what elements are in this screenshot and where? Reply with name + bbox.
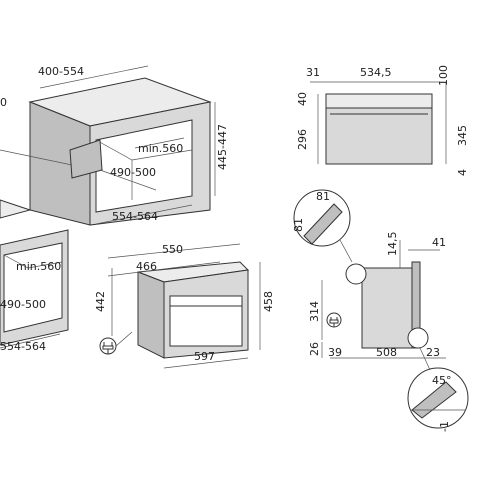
partial-left-cabinet (0, 199, 32, 219)
dim-partial-left: 0 (0, 96, 7, 109)
detail-marker-bottom (407, 327, 429, 349)
dim-side-front-offset: 23 (426, 346, 440, 359)
cabinet-top-group: 400-554 0 min.560 490-500 554-564 445-44… (0, 65, 229, 226)
dim-side-top-gap: 14,5 (386, 232, 399, 257)
dim-front-panel-width: 534,5 (360, 66, 392, 79)
detail-leader-bottom (419, 347, 431, 371)
dim-detail-angle: 45° (432, 374, 452, 387)
dim-front-right-height: 345 (456, 125, 469, 146)
dim-oven-body-height: 442 (94, 291, 107, 312)
dim-side-height: 314 (308, 301, 321, 322)
front-view-panel (325, 93, 433, 109)
dim-detail-top-b: 81 (292, 218, 305, 232)
dim-detail-gap: -1 (438, 421, 451, 432)
dim-side-base-height: 26 (308, 342, 321, 356)
front-view-group: 31 534,5 100 40 296 345 4 (296, 65, 469, 176)
dim-bottom-min-depth: min.560 (16, 260, 61, 273)
oven-door-window (169, 295, 243, 347)
detail-top-bevel (303, 203, 343, 245)
dim-cut-depth-range: 490-500 (110, 166, 156, 179)
dim-line-oven-depth (107, 243, 241, 259)
side-plug-icon (326, 312, 342, 328)
dim-detail-top-a: 81 (316, 190, 330, 203)
dim-line-oven-inner (107, 261, 221, 277)
dim-bottom-depth-range: 490-500 (0, 298, 46, 311)
oven-side-face (137, 271, 165, 359)
power-cord (115, 331, 133, 347)
cabinet-bottom-inner (3, 254, 63, 269)
dim-cut-height-range: 445-447 (216, 124, 229, 170)
dim-bottom-width-range: 554-564 (0, 340, 46, 353)
cabinet-bottom-group: min.560 490-500 554-564 (0, 229, 69, 353)
oven-group: 550 466 442 458 597 (94, 243, 275, 369)
dim-line-width (95, 204, 193, 225)
dim-cut-width-range: 554-564 (112, 210, 158, 223)
dim-cut-min-depth: min.560 (138, 142, 183, 155)
dim-side-depth: 508 (376, 346, 397, 359)
dim-line-depth (99, 169, 157, 191)
cabinet-cutout (95, 119, 193, 213)
detail-marker-top (345, 263, 367, 285)
power-plug-icon (99, 337, 117, 355)
dim-line-oven-width (163, 357, 249, 369)
dim-line-min (134, 137, 185, 149)
detail-leader-top (339, 239, 353, 263)
dim-line-bottom-width (0, 333, 61, 349)
rear-vent-patch (69, 139, 103, 179)
dim-front-top-gap: 100 (437, 65, 450, 86)
detail-bottom-bevel (411, 381, 457, 419)
pointer-line (0, 149, 73, 166)
dim-front-bottom-gap: 4 (456, 169, 469, 176)
side-view-body (361, 267, 413, 349)
dim-side-left-offset: 39 (328, 346, 342, 359)
cabinet-bottom-cutout (3, 242, 63, 333)
dim-side-front-depth: 41 (432, 236, 446, 249)
dim-oven-inner-width: 466 (136, 260, 157, 273)
dim-width-range: 400-554 (38, 65, 84, 78)
side-view-group: 81 81 14,5 41 314 26 39 508 23 45° -1 (292, 189, 469, 432)
dim-oven-width: 597 (194, 350, 215, 363)
dim-line-top (39, 65, 149, 89)
dim-front-left-offset: 31 (306, 66, 320, 79)
dim-oven-depth: 550 (162, 243, 183, 256)
dim-front-panel-height: 40 (296, 92, 309, 106)
dim-oven-total-height: 458 (262, 291, 275, 312)
front-view-body (325, 107, 433, 165)
dim-front-body-height: 296 (296, 129, 309, 150)
